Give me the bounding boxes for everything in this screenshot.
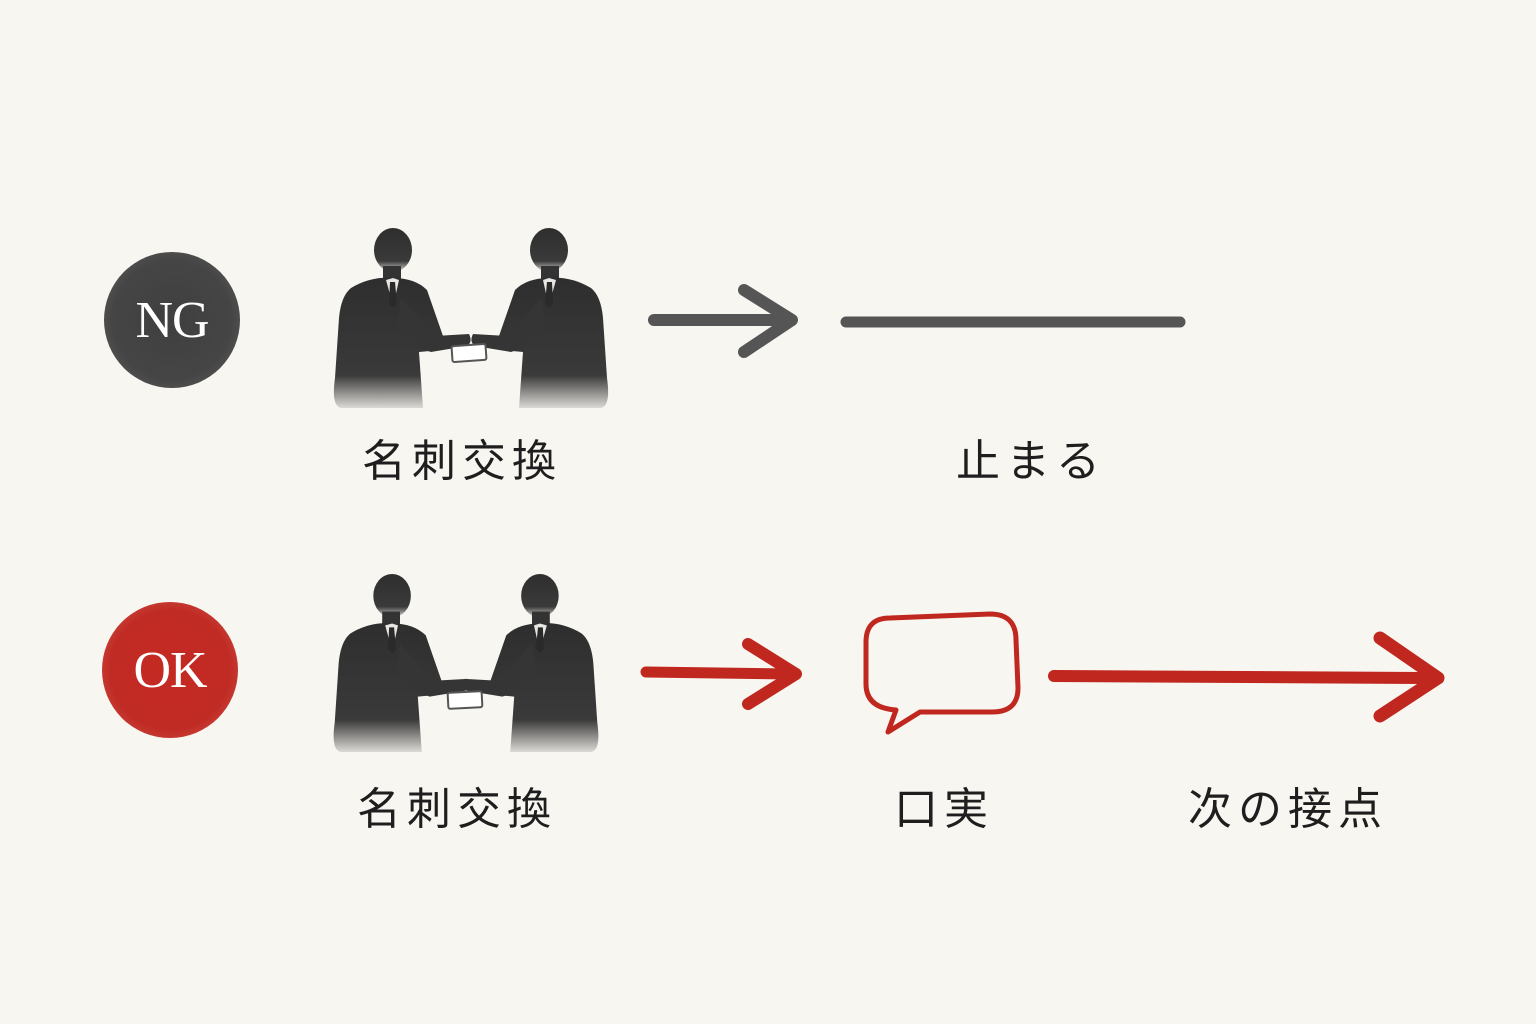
ok-step3-label: 次の接点 [1188, 784, 1388, 835]
ok-step1-label: 名刺交換 [357, 784, 557, 835]
ok-badge-text: OK [133, 641, 207, 699]
ng-arrow-icon [648, 284, 798, 358]
ng-badge-text: NG [135, 291, 209, 349]
ok-handshake-icon [333, 574, 599, 752]
ng-step2-label: 止まる [956, 436, 1106, 487]
ok-badge: OK [102, 602, 238, 738]
ok-step2-label: 口実 [894, 784, 994, 835]
ok-long-arrow-icon [1048, 631, 1445, 723]
ng-step1-label: 名刺交換 [362, 436, 562, 487]
ng-badge: NG [104, 252, 240, 388]
ok-arrow-icon [640, 638, 802, 710]
speech-bubble-icon [863, 611, 1021, 735]
ng-handshake-icon [333, 228, 609, 408]
